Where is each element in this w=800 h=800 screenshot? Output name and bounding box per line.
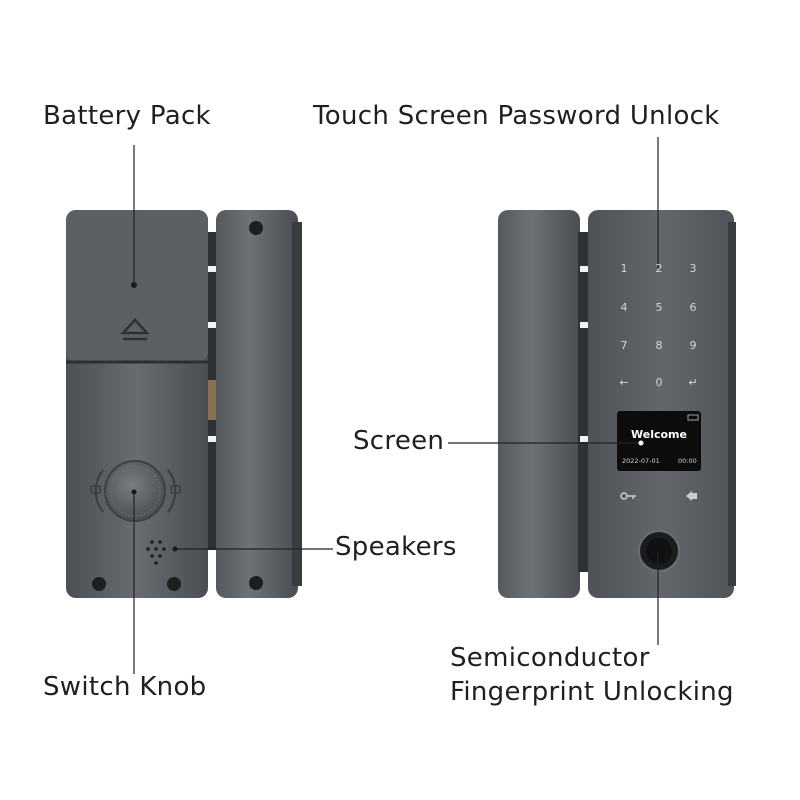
lock-icon xyxy=(170,485,181,494)
panel-edge xyxy=(728,222,736,586)
keypad-key: 1 xyxy=(620,262,628,275)
left-strike-plate xyxy=(216,210,298,598)
leader-dot xyxy=(172,546,178,552)
knob-arc-left xyxy=(94,469,104,513)
label-fingerprint-line2: Fingerprint Unlocking xyxy=(450,677,734,707)
knob-arc-right xyxy=(167,469,177,513)
screw xyxy=(249,221,263,235)
keypad-panel xyxy=(588,210,734,598)
battery-cover xyxy=(66,210,208,362)
clamp-pad xyxy=(206,380,218,420)
fingerprint-sensor-core xyxy=(646,538,672,564)
label-battery-pack: Battery Pack xyxy=(43,101,211,131)
screen-welcome-text: Welcome xyxy=(631,428,687,441)
left-lock-unit xyxy=(66,210,302,598)
keypad-key: 9 xyxy=(689,339,697,352)
keypad-key: 8 xyxy=(655,339,663,352)
screen-date-text: 2022-07-01 xyxy=(622,457,660,465)
label-screen: Screen xyxy=(353,426,445,456)
keypad-key: ← xyxy=(619,376,629,389)
clamp-slot xyxy=(580,436,590,442)
clamp-slot xyxy=(206,322,216,328)
key-icon xyxy=(620,492,636,500)
keypad-key: 2 xyxy=(655,262,663,275)
keypad-key: ↵ xyxy=(688,376,698,389)
keypad-key: 6 xyxy=(689,301,697,314)
keypad-key: 0 xyxy=(655,376,663,389)
lcd-screen xyxy=(617,411,701,471)
screen-time-text: 00:00 xyxy=(678,457,697,465)
doorbell-icon xyxy=(686,491,692,501)
keypad-key: 3 xyxy=(689,262,697,275)
battery-hole xyxy=(131,282,137,288)
label-switch-knob: Switch Knob xyxy=(43,672,207,702)
knob-grip xyxy=(109,465,161,517)
unlock-icon xyxy=(90,485,101,494)
strike-edge xyxy=(292,222,302,586)
label-speakers: Speakers xyxy=(335,532,457,562)
leader-dot xyxy=(638,440,644,446)
right-lock-unit xyxy=(498,210,736,598)
clamp-slot xyxy=(206,436,216,442)
clamp-slot xyxy=(580,266,590,272)
battery-indicator-icon xyxy=(687,414,699,421)
leader-lines xyxy=(133,137,659,674)
screw xyxy=(92,577,106,591)
clamp-slot xyxy=(206,266,216,272)
clamp-slot xyxy=(580,322,590,328)
right-strike-plate xyxy=(498,210,580,598)
label-touch-screen: Touch Screen Password Unlock xyxy=(313,101,720,131)
doorbell-icon-body xyxy=(692,493,697,499)
keypad-key: 5 xyxy=(655,301,663,314)
keypad-key: 7 xyxy=(620,339,628,352)
screw xyxy=(167,577,181,591)
label-fingerprint: Semiconductor Fingerprint Unlocking xyxy=(450,641,734,709)
screw xyxy=(249,576,263,590)
eject-icon xyxy=(120,318,150,335)
keypad-key: 4 xyxy=(620,301,628,314)
label-fingerprint-line1: Semiconductor xyxy=(450,643,650,673)
speaker-grille xyxy=(146,540,166,565)
leader-dot xyxy=(131,489,137,495)
